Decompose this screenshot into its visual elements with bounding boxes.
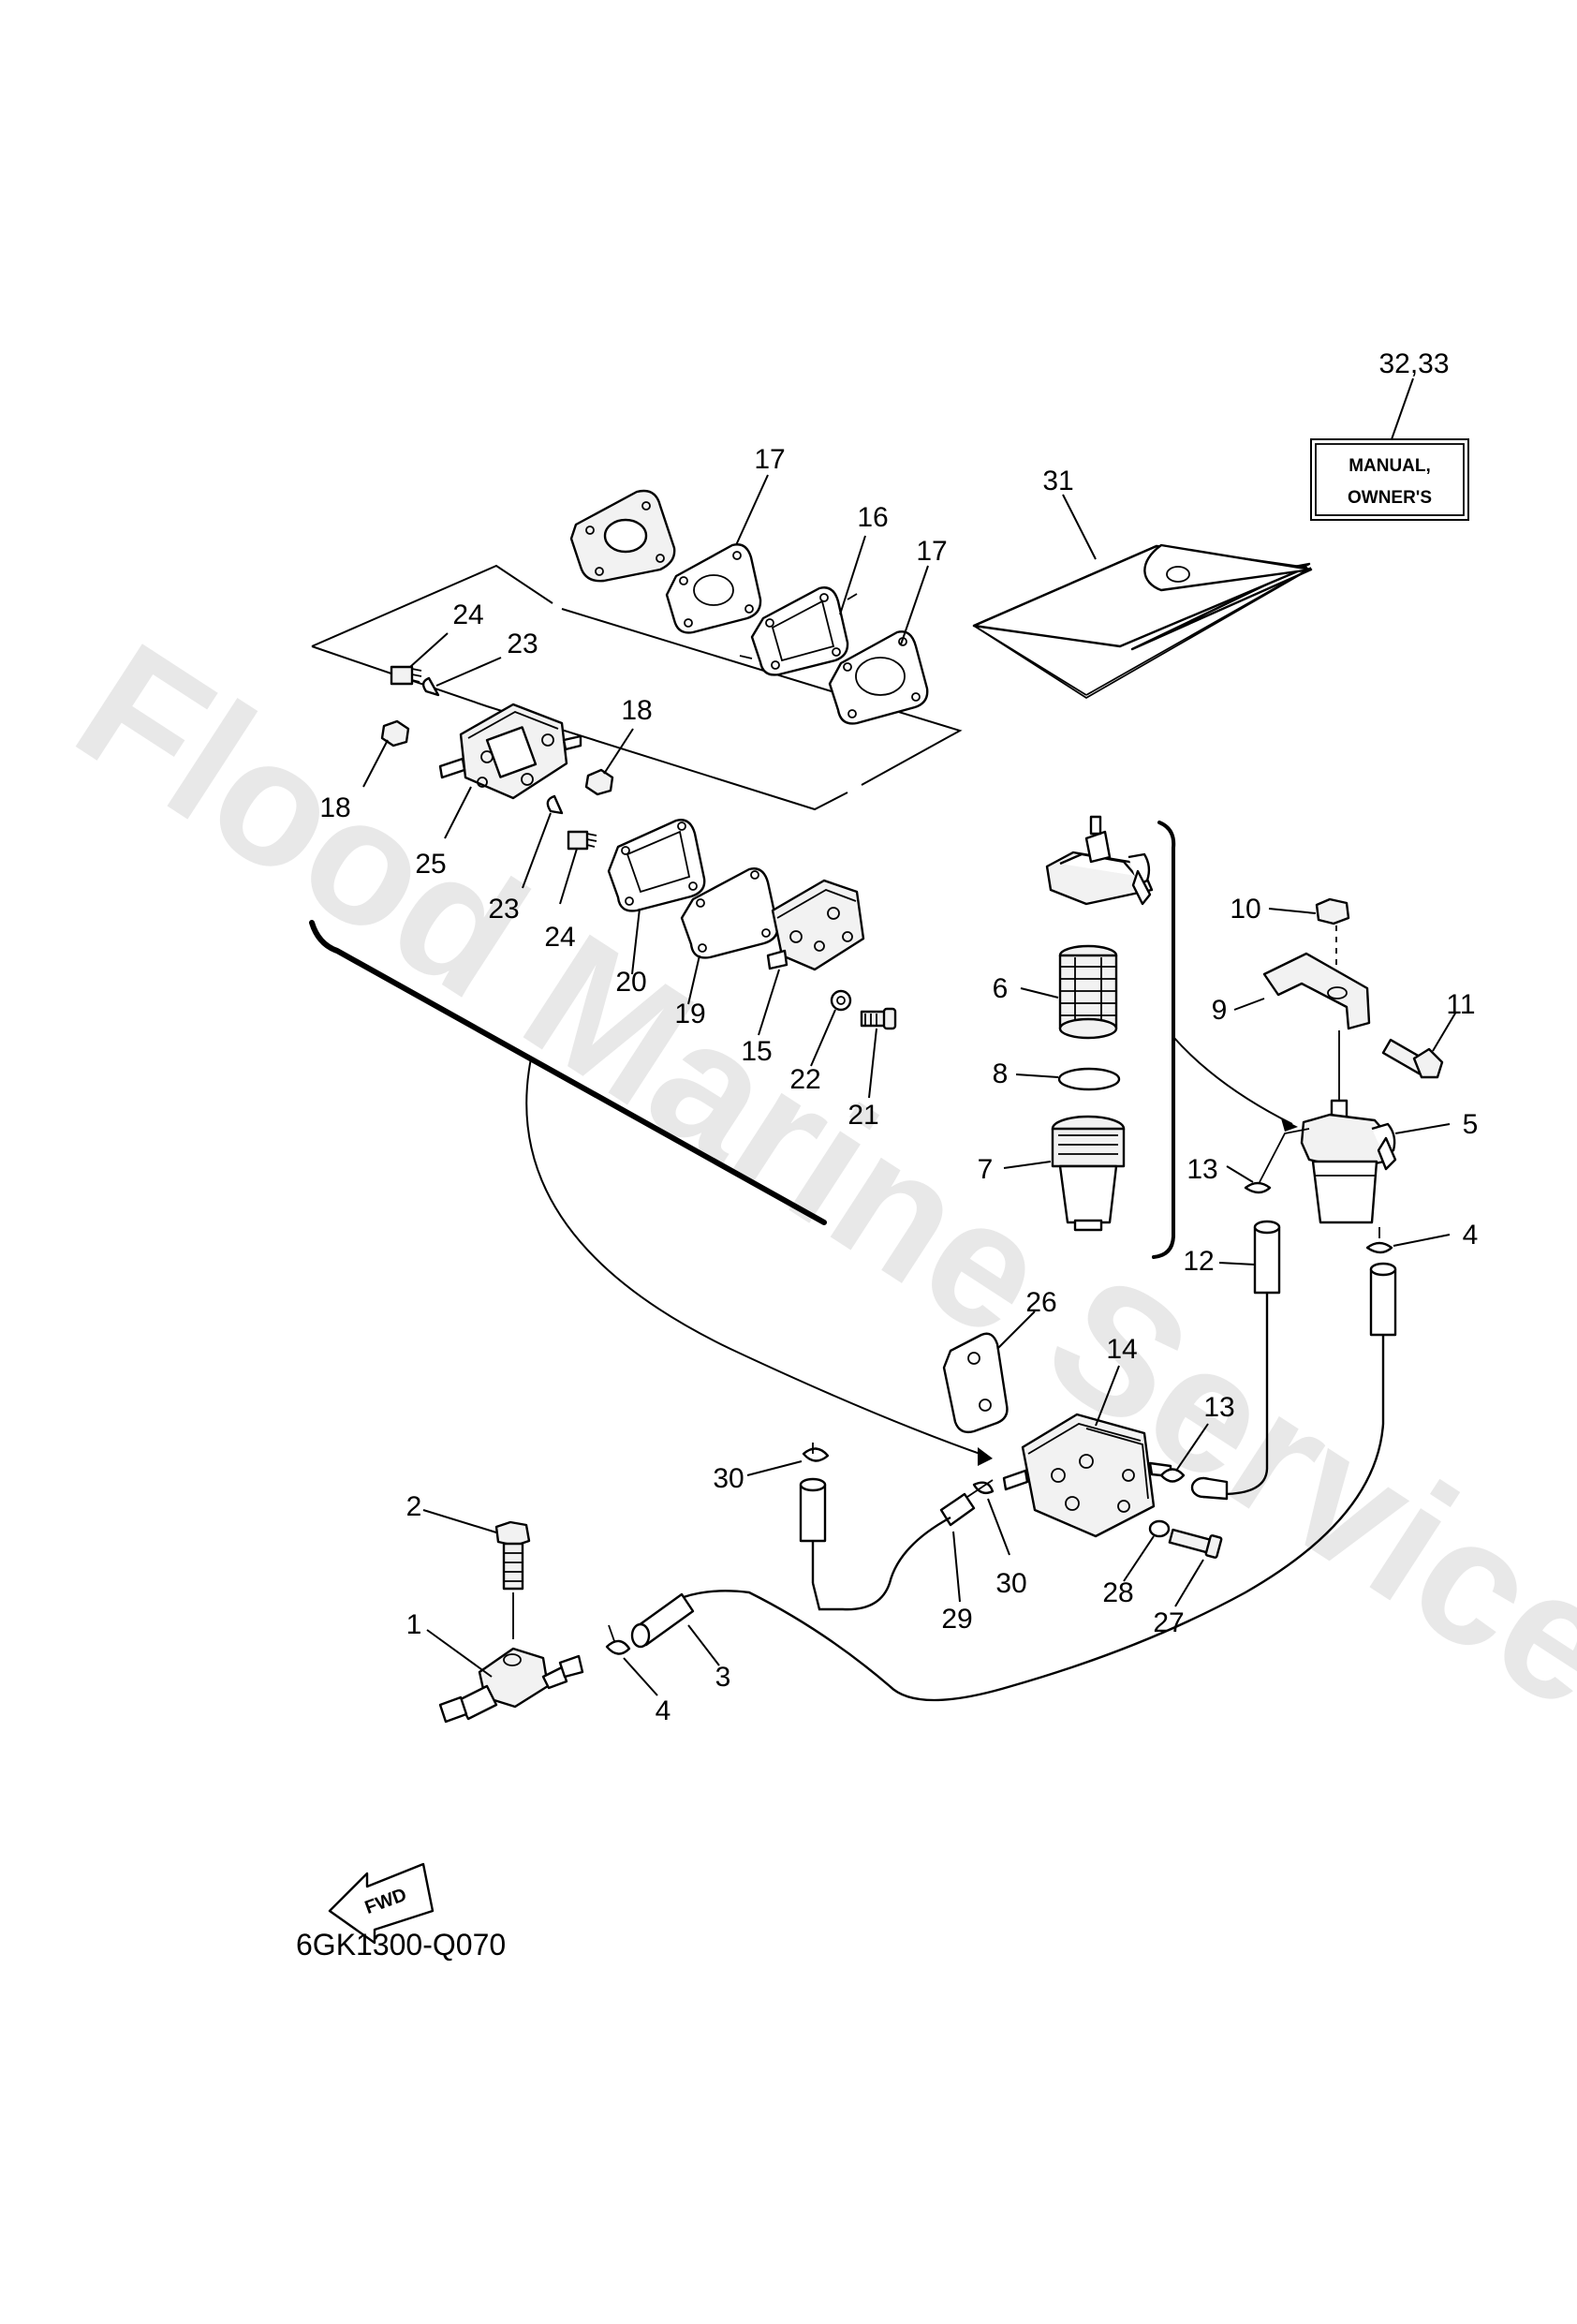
callout-labels: 32,33 31 17 16 17 24 23 18 18 25 23 24 2… [319, 348, 1478, 1726]
callout-12: 12 [1183, 1246, 1214, 1277]
part-24-screw-a [390, 665, 422, 686]
part-31-envelope [972, 543, 1313, 700]
callout-17a: 17 [754, 444, 785, 475]
callout-9: 9 [1212, 995, 1228, 1026]
callout-1: 1 [406, 1609, 422, 1640]
part-7-filter-bowl [1051, 1115, 1126, 1232]
part-24-screw-b [567, 830, 597, 851]
part-13-clamp-b [1159, 1468, 1186, 1483]
part-4-clamp-b [1365, 1241, 1393, 1254]
callout-31: 31 [1042, 466, 1073, 496]
callout-18a: 18 [621, 695, 652, 726]
callout-23b: 23 [488, 894, 519, 925]
part-14-fuel-pump [1002, 1413, 1172, 1538]
part-28-washer [1148, 1519, 1171, 1538]
callout-13b: 13 [1203, 1392, 1234, 1423]
part-17-gasket-b [665, 543, 762, 634]
part-30-clamp-b [802, 1447, 830, 1462]
callout-23a: 23 [507, 629, 538, 659]
part-8-o-ring [1057, 1067, 1121, 1091]
reference-code: 6GK1300-Q070 [296, 1928, 506, 1961]
part-21-screw [860, 1007, 897, 1030]
filter-top-cap [1045, 815, 1154, 906]
part-27-bolt [1168, 1528, 1223, 1559]
callout-19: 19 [674, 999, 705, 1029]
part-16-diaphragm [739, 586, 858, 676]
part-2-bolt [494, 1520, 531, 1591]
callout-24a: 24 [452, 600, 483, 630]
part-12-hose [1253, 1220, 1281, 1295]
part-22-washer [830, 989, 852, 1012]
callout-32-33: 32,33 [1378, 348, 1449, 379]
callout-30b: 30 [995, 1568, 1026, 1599]
owners-manual-label: MANUAL, OWNER'S [1310, 438, 1469, 521]
part-19-diaphragm [680, 867, 779, 959]
callout-15: 15 [741, 1036, 772, 1067]
part-3-hose-b [1369, 1262, 1397, 1337]
part-5-fuel-filter [1300, 1099, 1397, 1224]
callout-11: 11 [1446, 989, 1475, 1020]
callout-26: 26 [1025, 1287, 1056, 1318]
part-26-gasket [942, 1332, 1009, 1434]
callout-29: 29 [941, 1604, 972, 1635]
callout-2: 2 [406, 1491, 422, 1522]
callout-10: 10 [1230, 894, 1260, 925]
part-4-clamp-a [605, 1639, 631, 1655]
hose-end [1190, 1476, 1229, 1501]
part-23-clip-a [421, 676, 440, 697]
callout-25: 25 [415, 849, 446, 880]
callout-5: 5 [1463, 1109, 1479, 1140]
part-25-pump-body [438, 703, 582, 800]
callout-24b: 24 [544, 922, 575, 953]
callout-27: 27 [1153, 1607, 1184, 1638]
callout-18b: 18 [319, 792, 350, 823]
callout-17b: 17 [916, 536, 947, 567]
part-1-fuel-joint [438, 1647, 584, 1724]
part-23-clip-b [546, 794, 564, 815]
callout-22: 22 [789, 1064, 820, 1095]
callout-14: 14 [1106, 1334, 1137, 1365]
hose-30-stub [799, 1477, 827, 1543]
part-20-gasket [607, 819, 706, 912]
part-29-hose [811, 1492, 976, 1611]
part-18-nut-a [380, 719, 410, 748]
fwd-direction-arrow: FWD [328, 1862, 435, 1945]
callout-30a: 30 [713, 1463, 744, 1494]
callout-16: 16 [857, 502, 888, 533]
part-9-bracket [1262, 952, 1371, 1030]
part-11-bolt [1381, 1038, 1444, 1079]
manual-label-line1: MANUAL, [1349, 456, 1431, 476]
part-3-hose [630, 1592, 695, 1649]
manual-label-line2: OWNER'S [1348, 488, 1432, 508]
part-18-nut-b [584, 768, 614, 796]
part-17-gasket-a [569, 489, 676, 583]
callout-3: 3 [715, 1662, 731, 1693]
callout-21: 21 [847, 1100, 878, 1131]
callout-4b: 4 [1463, 1220, 1479, 1251]
part-13-clamp-a [1244, 1181, 1272, 1194]
part-6-filter-element [1058, 944, 1118, 1040]
callout-7: 7 [978, 1154, 994, 1185]
callout-20: 20 [615, 967, 646, 998]
callout-4a: 4 [656, 1695, 671, 1726]
part-10-nut [1315, 897, 1350, 925]
callout-6: 6 [993, 973, 1009, 1004]
part-17-gasket-c [828, 630, 929, 725]
callout-8: 8 [993, 1058, 1009, 1089]
callout-28: 28 [1102, 1577, 1133, 1608]
part-15-pump-cover [766, 879, 865, 971]
callout-13a: 13 [1186, 1154, 1217, 1185]
